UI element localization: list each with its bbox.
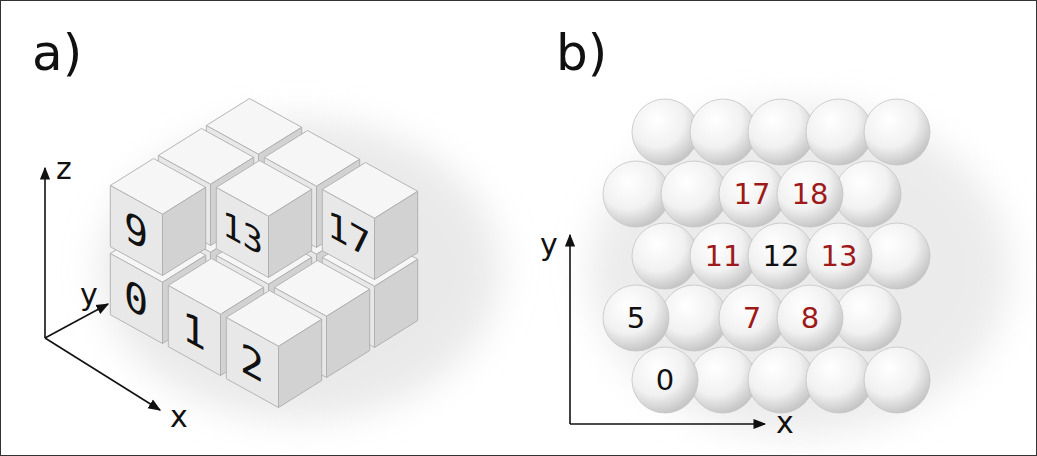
sphere — [864, 223, 930, 289]
cube — [110, 159, 205, 276]
cube — [216, 161, 311, 278]
sphere — [632, 347, 698, 413]
cube-side — [375, 191, 418, 279]
numbered-sphere: 12 — [748, 223, 814, 289]
cube-front — [168, 286, 220, 376]
sphere-number: 7 — [743, 304, 761, 333]
cube-front — [216, 188, 268, 278]
sphere — [835, 161, 901, 227]
axis-label: z — [56, 154, 72, 184]
cube-side — [269, 189, 312, 277]
cube-front — [226, 318, 278, 408]
sphere — [719, 285, 785, 351]
panel-label: b) — [556, 28, 607, 78]
numbered-sphere: 5 — [603, 285, 669, 351]
sphere — [806, 347, 872, 413]
sphere — [806, 223, 872, 289]
sphere-number: 11 — [705, 242, 742, 271]
numbered-sphere: 8 — [777, 285, 843, 351]
cube — [322, 163, 417, 280]
sphere — [632, 223, 698, 289]
sphere — [603, 161, 669, 227]
sphere — [661, 161, 727, 227]
cube-side — [279, 319, 322, 407]
cube-side — [327, 289, 370, 377]
sphere — [719, 161, 785, 227]
sphere — [748, 99, 814, 165]
cube-number: 0 — [124, 272, 148, 325]
sphere — [864, 99, 930, 165]
numbered-sphere: 13 — [806, 223, 872, 289]
sphere-number: 12 — [763, 242, 800, 271]
axis-label: x — [776, 408, 794, 438]
panel-label: a) — [32, 28, 82, 78]
sphere — [777, 285, 843, 351]
numbered-sphere: 11 — [690, 223, 756, 289]
numbered-sphere: 7 — [719, 285, 785, 351]
cube — [226, 291, 321, 408]
sphere — [632, 99, 698, 165]
sphere-number: 0 — [656, 366, 674, 395]
numbered-sphere: 0 — [632, 347, 698, 413]
sphere-number: 18 — [792, 180, 829, 209]
sphere-number: 5 — [627, 304, 645, 333]
axis-label: y — [540, 230, 558, 260]
sphere — [806, 99, 872, 165]
cube-number: 9 — [124, 204, 148, 257]
sphere — [661, 285, 727, 351]
axis-label: y — [80, 280, 98, 310]
sphere — [748, 223, 814, 289]
sphere — [603, 285, 669, 351]
sphere-number: 13 — [821, 242, 858, 271]
cube-shadow — [100, 120, 500, 420]
sphere — [748, 347, 814, 413]
numbered-sphere: 18 — [777, 161, 843, 227]
sphere — [835, 285, 901, 351]
sphere-layer — [603, 99, 930, 413]
sphere — [777, 161, 843, 227]
cube-front — [110, 186, 162, 276]
axis-label: x — [170, 402, 188, 432]
cube-number: 2 — [240, 336, 264, 389]
sphere — [864, 347, 930, 413]
numbered-sphere: 17 — [719, 161, 785, 227]
cube-side — [163, 187, 206, 275]
sphere — [690, 347, 756, 413]
cube-front — [322, 190, 374, 280]
cube-stack — [110, 99, 417, 408]
sphere — [690, 99, 756, 165]
sphere-number: 17 — [734, 180, 771, 209]
cube-number: 1 — [182, 304, 206, 357]
sphere-number: 8 — [801, 304, 819, 333]
sphere — [690, 223, 756, 289]
